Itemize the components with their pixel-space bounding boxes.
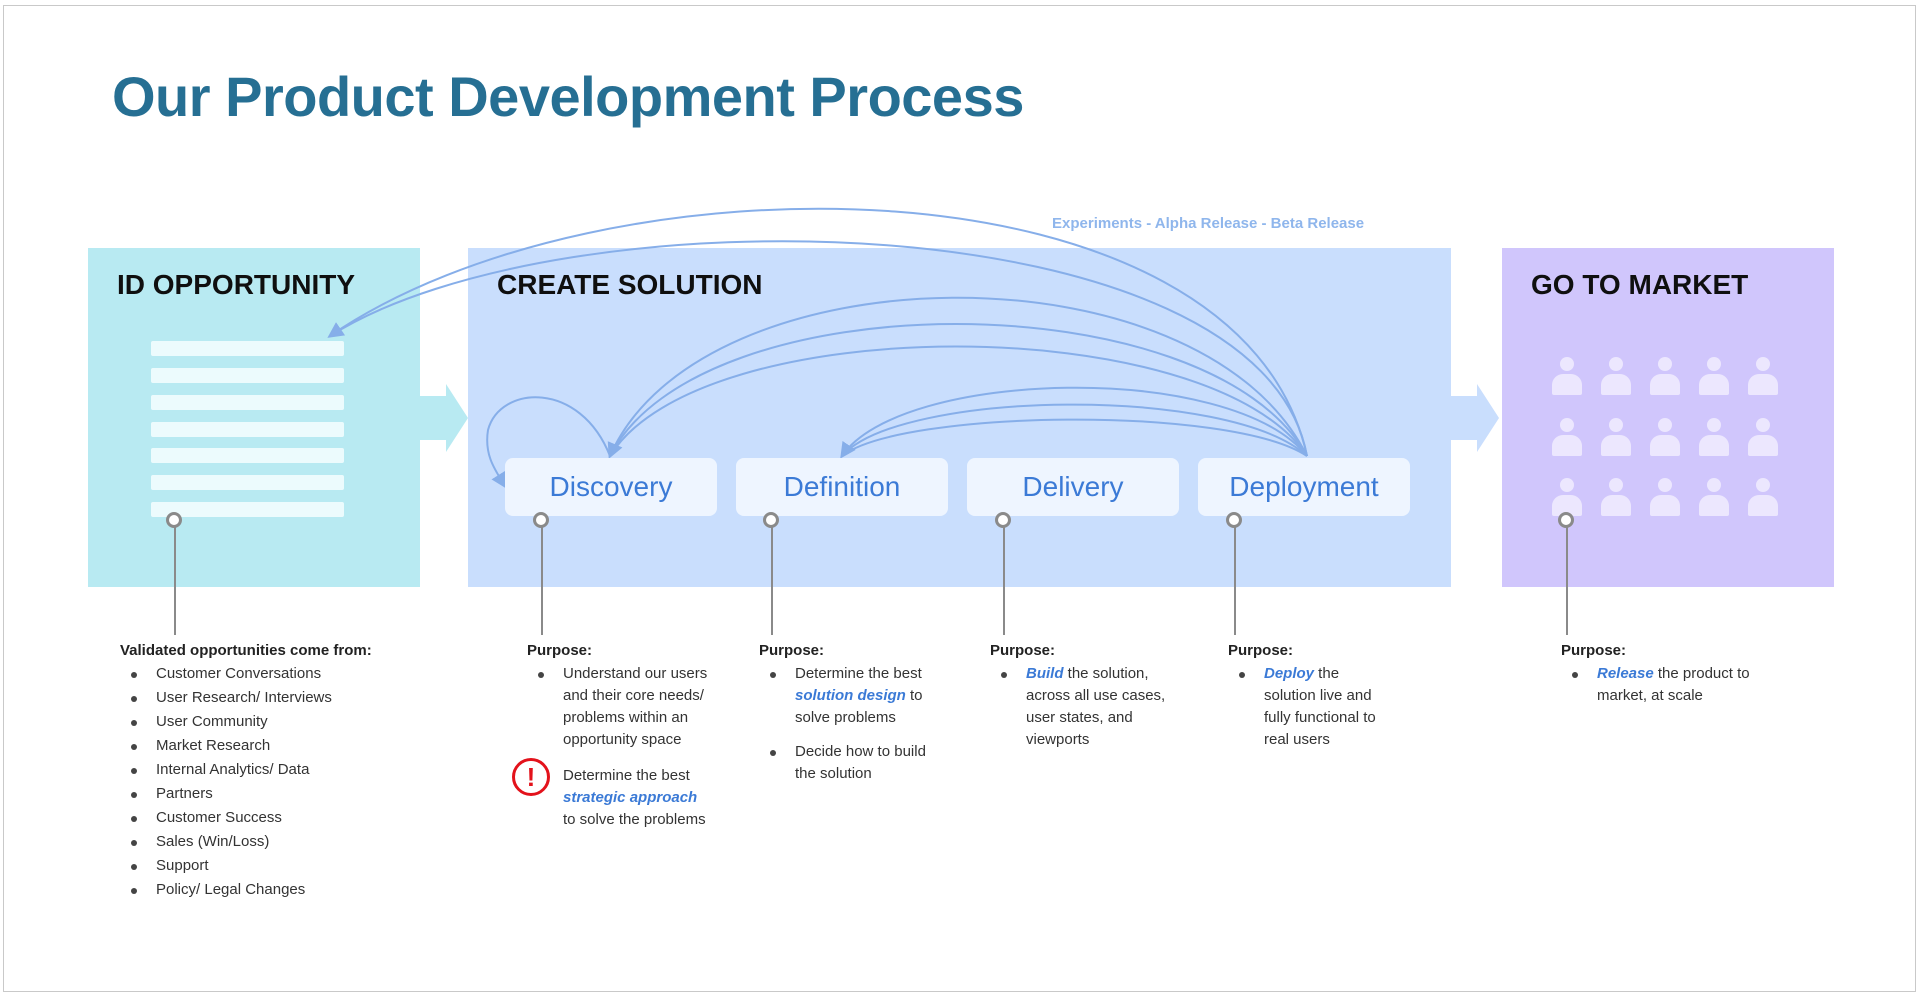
- list-item: Market Research: [120, 735, 332, 757]
- connector-knob: [166, 512, 182, 528]
- gotomarket-purpose-list: Release the product to market, at scale: [1561, 663, 1750, 707]
- loop-arrow-to-discovery: [609, 345, 1308, 457]
- id-opportunity-panel: [88, 248, 420, 587]
- person-icon: [1601, 478, 1631, 516]
- gotomarket-purpose-label: Purpose:: [1561, 642, 1627, 659]
- connector-line: [541, 520, 543, 635]
- person-icon: [1699, 357, 1729, 395]
- list-item: Customer Success: [120, 807, 332, 829]
- connector-line: [1566, 520, 1568, 635]
- connector-knob: [1558, 512, 1574, 528]
- list-item: User Research/ Interviews: [120, 687, 332, 709]
- connector-knob: [1226, 512, 1242, 528]
- list-item: Determine the best solution design to so…: [759, 663, 926, 729]
- connector-line: [771, 520, 773, 635]
- delivery-purpose-label: Purpose:: [990, 642, 1056, 659]
- loop-arrow-to-definition: [841, 418, 1308, 457]
- list-item: User Community: [120, 711, 332, 733]
- person-icon: [1650, 418, 1680, 456]
- page-title: Our Product Development Process: [112, 65, 1024, 128]
- create-solution-panel: [468, 248, 1451, 587]
- list-item: Customer Conversations: [120, 663, 332, 685]
- delivery-purpose-list: Build the solution, across all use cases…: [990, 663, 1165, 751]
- chevron-arrow-icon: [1451, 384, 1499, 452]
- list-item: Sales (Win/Loss): [120, 831, 332, 853]
- loop-arrow-to-opportunity: [329, 240, 1308, 457]
- loop-arrow-to-discovery: [609, 323, 1308, 457]
- person-icon: [1552, 418, 1582, 456]
- discovery-purpose-item-2: Determine the best strategic approach to…: [563, 767, 706, 828]
- discovery-purpose-list: Understand our users and their core need…: [527, 663, 707, 751]
- person-icon: [1699, 418, 1729, 456]
- person-icon: [1748, 418, 1778, 456]
- person-icon: [1601, 418, 1631, 456]
- person-icon: [1748, 478, 1778, 516]
- person-icon: [1650, 357, 1680, 395]
- discovery-purpose-label: Purpose:: [527, 642, 593, 659]
- person-icon: [1552, 478, 1582, 516]
- connector-line: [1234, 520, 1236, 635]
- definition-purpose-label: Purpose:: [759, 642, 825, 659]
- go-to-market-panel: [1502, 248, 1834, 587]
- phase-deployment: Deployment: [1198, 458, 1410, 516]
- phase-definition: Definition: [736, 458, 948, 516]
- deployment-purpose-list: Deploy the solution live and fully funct…: [1228, 663, 1376, 751]
- person-icon: [1552, 357, 1582, 395]
- list-item: Build the solution, across all use cases…: [990, 663, 1165, 751]
- slide-frame: [3, 5, 1916, 992]
- person-icon: [1650, 478, 1680, 516]
- create-solution-title: CREATE SOLUTION: [497, 269, 763, 300]
- person-icon: [1699, 478, 1729, 516]
- loop-arrow-to-discovery: [607, 296, 1308, 459]
- list-item: Understand our users and their core need…: [527, 663, 707, 751]
- go-to-market-title: GO TO MARKET: [1531, 269, 1749, 300]
- opportunities-heading: Validated opportunities come from:: [120, 642, 372, 659]
- list-item: Decide how to build the solution: [759, 741, 926, 785]
- chevron-arrow-icon: [420, 384, 468, 452]
- list-item: Deploy the solution live and fully funct…: [1228, 663, 1376, 751]
- phase-discovery: Discovery: [505, 458, 717, 516]
- id-opportunity-title: ID OPPORTUNITY: [117, 269, 356, 300]
- connector-knob: [995, 512, 1011, 528]
- connector-line: [1003, 520, 1005, 635]
- connector-line: [174, 520, 176, 635]
- list-item: Partners: [120, 783, 332, 805]
- person-icon: [1748, 357, 1778, 395]
- experiments-label: Experiments - Alpha Release - Beta Relea…: [1052, 215, 1365, 232]
- list-item: Internal Analytics/ Data: [120, 759, 332, 781]
- person-icon: [1601, 357, 1631, 395]
- loop-arrow-to-definition: [841, 403, 1308, 457]
- phase-delivery: Delivery: [967, 458, 1179, 516]
- alert-icon: !: [512, 758, 550, 796]
- loop-arrow-to-definition: [840, 386, 1308, 459]
- loop-arrow-to-opportunity: [327, 207, 1308, 457]
- list-item: Support: [120, 855, 332, 877]
- definition-purpose-list: Determine the best solution design to so…: [759, 663, 926, 785]
- opportunities-list: Customer Conversations User Research/ In…: [120, 663, 332, 903]
- connector-knob: [533, 512, 549, 528]
- list-item: Policy/ Legal Changes: [120, 879, 332, 901]
- self-loop-arrow: [486, 396, 611, 489]
- deployment-purpose-label: Purpose:: [1228, 642, 1294, 659]
- connector-knob: [763, 512, 779, 528]
- list-item: Release the product to market, at scale: [1561, 663, 1750, 707]
